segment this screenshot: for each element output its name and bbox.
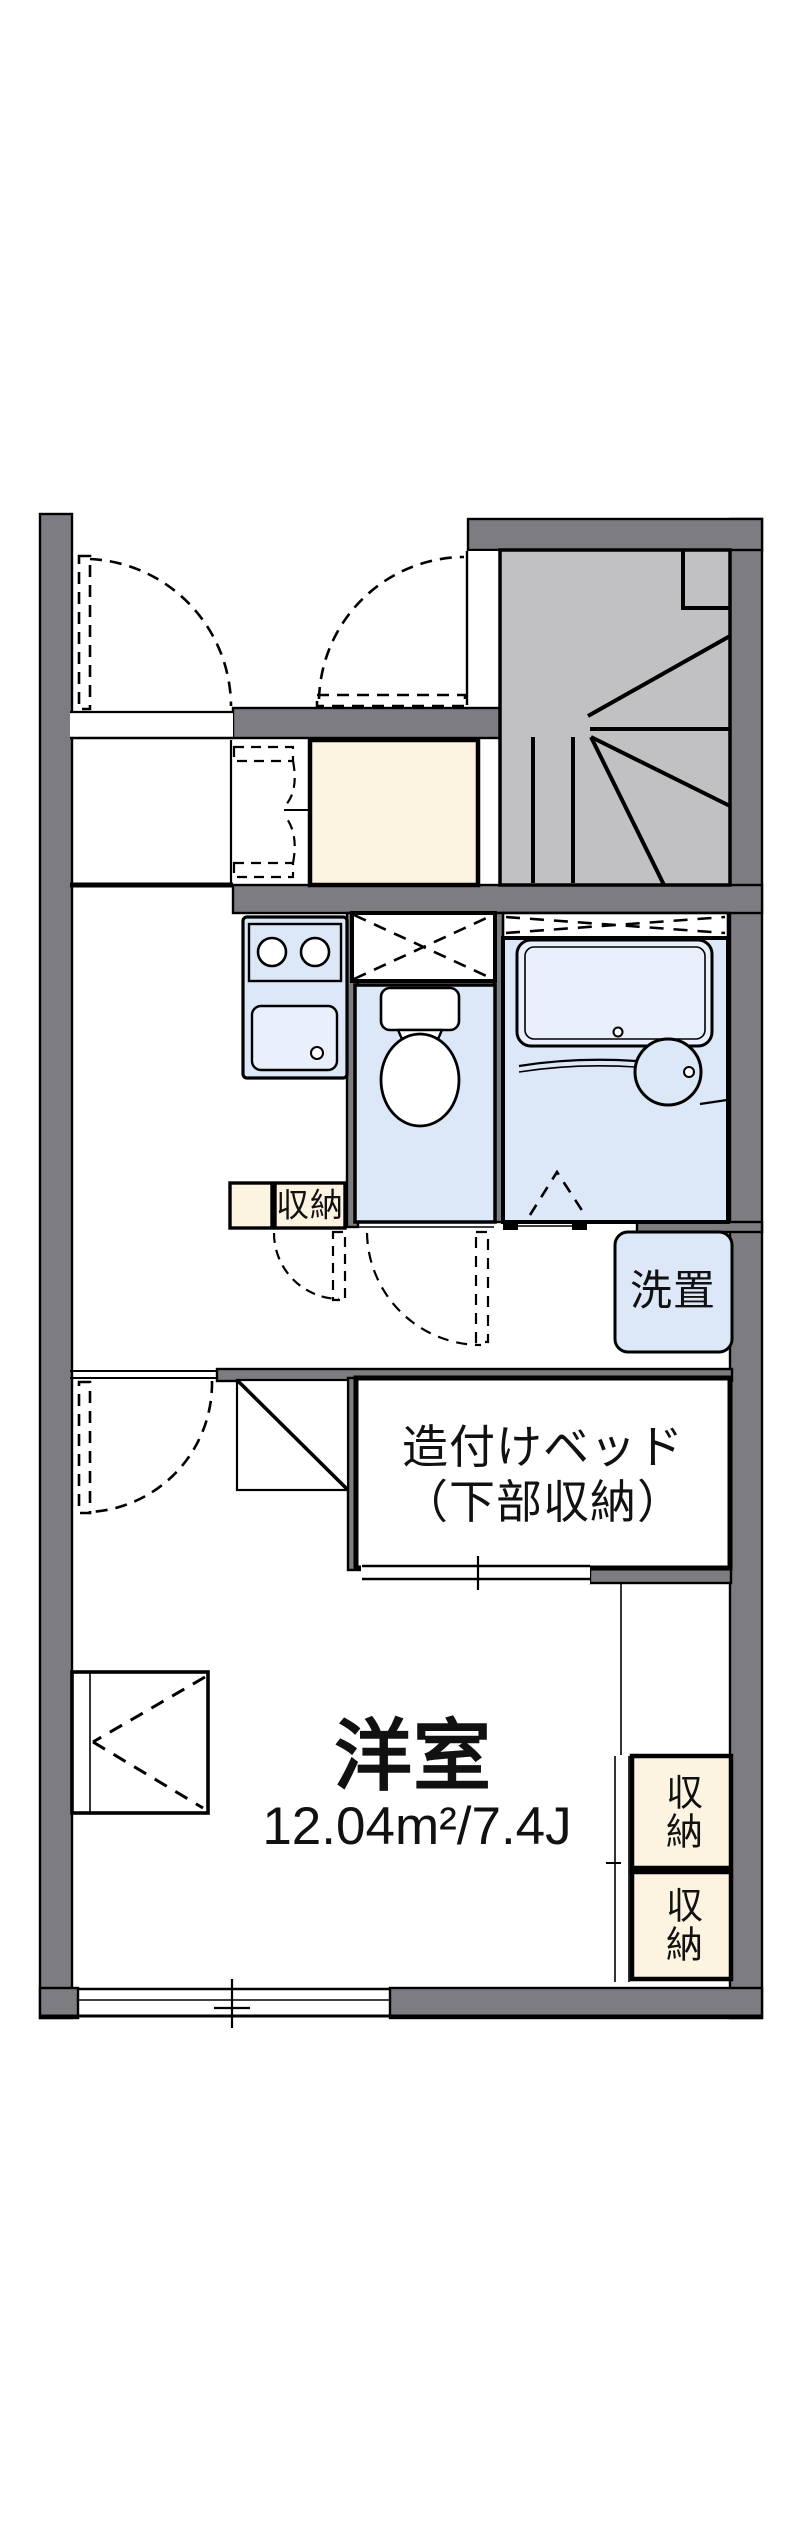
bay-counter-dash-1	[92, 1675, 206, 1744]
fridge-space-diagonal	[235, 1378, 350, 1492]
kitchen-sink	[250, 1004, 339, 1072]
stairs-fan-ray-1	[590, 735, 731, 808]
closet-door-bottom-swing	[283, 814, 296, 864]
kitchen-storage-label: 収納	[276, 1186, 344, 1224]
bath-counter-line-1	[518, 1058, 637, 1068]
stairs-fan-ray-2	[589, 736, 666, 886]
stairs-hall-gap	[468, 551, 498, 703]
genkan-step	[307, 737, 481, 888]
built-in-bed-label-line1: 造付けベッド	[402, 1420, 684, 1473]
room-area-label: 12.04m²/7.4J	[262, 1797, 572, 1857]
storage-box-top	[629, 1753, 734, 1871]
sink-drain	[310, 1046, 324, 1060]
bath-basin-drain	[683, 1066, 695, 1078]
right-storage-bottom-label: 収納	[660, 1886, 702, 1964]
stairs-floor	[498, 548, 732, 887]
washer-space-box	[613, 1230, 734, 1354]
built-in-bed-label-line2: （下部収納）	[402, 1475, 684, 1528]
kitchen-storage-door-swing	[272, 1232, 340, 1301]
bathtub-inner	[524, 946, 706, 1040]
entry-door-left-swing	[89, 557, 233, 707]
bay-counter	[70, 1670, 210, 1815]
wall-left	[38, 512, 74, 2020]
bathroom	[501, 911, 730, 1230]
toilet-door-leaf	[474, 1230, 490, 1344]
entry-door-right-leaf	[315, 693, 467, 708]
bath-basin	[633, 1037, 703, 1107]
storage-box-bottom	[629, 1869, 734, 1982]
stove-burner-right	[299, 936, 331, 968]
bath-basin-wall-link	[699, 1098, 728, 1106]
kitchen-side-box	[228, 1181, 274, 1230]
bedroom	[70, 1378, 622, 1815]
closet-door-bottom-leaf	[232, 861, 295, 879]
right-storage	[606, 1753, 734, 1982]
toilet-room	[350, 911, 497, 1347]
stairs-diagonal-step	[587, 634, 731, 718]
closet-door-top-swing	[283, 760, 296, 808]
bath-door-fold-mark	[528, 1169, 587, 1216]
bath-counter-line-2	[518, 1064, 637, 1073]
washer-space-label: 洗置	[629, 1266, 717, 1314]
wall-bottom-right	[388, 1986, 764, 2020]
stairs-landing-notch	[681, 551, 730, 610]
bathtub-drain	[612, 1026, 624, 1038]
bay-counter-dash-2	[92, 1740, 204, 1810]
toilet-door-swing	[365, 1232, 482, 1347]
room-name-label: 洋室	[333, 1712, 493, 1801]
entry-closet	[70, 740, 310, 888]
stove-burner-left	[256, 936, 288, 968]
wall-top-stairs	[466, 517, 764, 552]
bedroom-door-leaf	[77, 1380, 92, 1515]
wall-right	[728, 517, 764, 2020]
wall-mid	[231, 883, 764, 915]
right-storage-top-label: 収納	[660, 1773, 702, 1851]
entry-door-left-leaf	[77, 554, 92, 711]
bed-box	[353, 1375, 733, 1571]
bathtub-outer	[515, 938, 714, 1048]
hall-upper-opening	[70, 711, 233, 738]
bath-threshold-cap-left	[503, 1222, 518, 1230]
kitchen-storage-door-leaf	[331, 1230, 347, 1302]
kitchen-storage-box	[273, 1181, 347, 1230]
stairs	[465, 548, 732, 887]
toilet-tank	[379, 986, 461, 1032]
entry-hall	[70, 554, 481, 888]
bath-threshold-cap-right	[572, 1222, 587, 1230]
bedroom-entry	[70, 1370, 217, 1515]
entry-door-right-swing	[317, 555, 465, 700]
bottom-window	[40, 1979, 762, 2028]
built-in-bed	[353, 1375, 733, 1590]
wall-bottom-left-corner	[38, 1986, 80, 2020]
toilet-bowl	[379, 1032, 461, 1128]
bath-top-dash-2	[505, 915, 726, 935]
stove-panel	[247, 922, 343, 983]
closet-door-top-leaf	[232, 745, 295, 763]
kitchen	[228, 915, 349, 1302]
bedroom-door-swing	[89, 1380, 214, 1514]
toilet-shelf-cross-2	[353, 913, 494, 981]
